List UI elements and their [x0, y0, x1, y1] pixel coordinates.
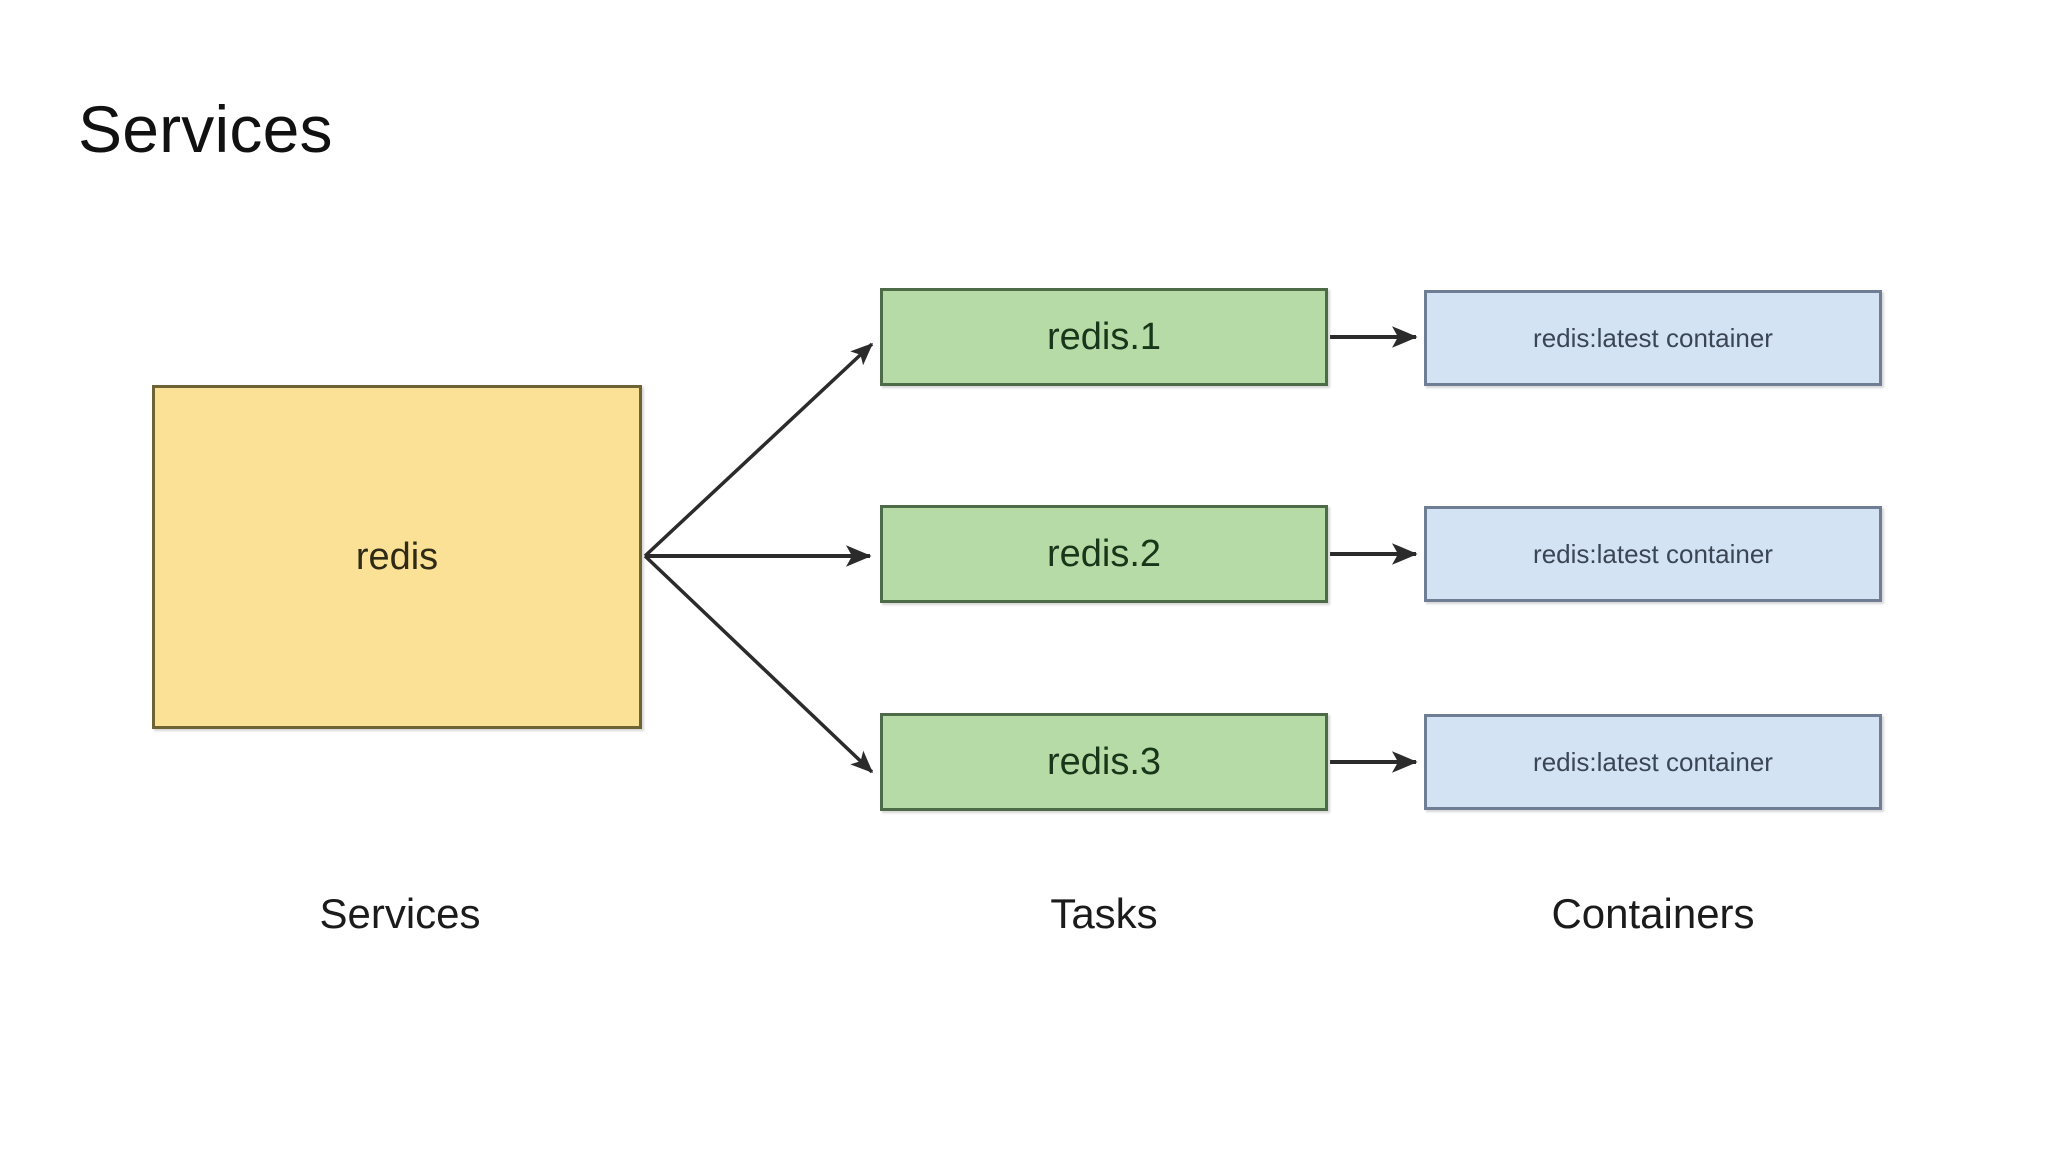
page-title: Services [78, 92, 333, 166]
task-node-label: redis.1 [1046, 315, 1162, 358]
edge-service-to-task-3 [643, 554, 874, 774]
task-node-label: redis.2 [1046, 532, 1162, 575]
task-node-redis-2[interactable]: redis.2 [880, 505, 1328, 603]
container-node-label: redis:latest container [1533, 538, 1773, 569]
container-node-3[interactable]: redis:latest container [1424, 714, 1882, 810]
container-node-1[interactable]: redis:latest container [1424, 290, 1882, 386]
edge-service-to-task-1 [643, 342, 874, 558]
container-node-2[interactable]: redis:latest container [1424, 506, 1882, 602]
service-node-redis[interactable]: redis [152, 385, 642, 729]
column-caption-services: Services [319, 890, 481, 937]
service-node-label: redis [355, 535, 439, 578]
task-node-redis-3[interactable]: redis.3 [880, 713, 1328, 811]
column-caption-containers: Containers [1551, 890, 1755, 937]
container-node-label: redis:latest container [1533, 746, 1773, 777]
container-node-label: redis:latest container [1533, 322, 1773, 353]
column-caption-tasks: Tasks [1050, 890, 1158, 937]
task-node-label: redis.3 [1046, 740, 1162, 783]
task-node-redis-1[interactable]: redis.1 [880, 288, 1328, 386]
